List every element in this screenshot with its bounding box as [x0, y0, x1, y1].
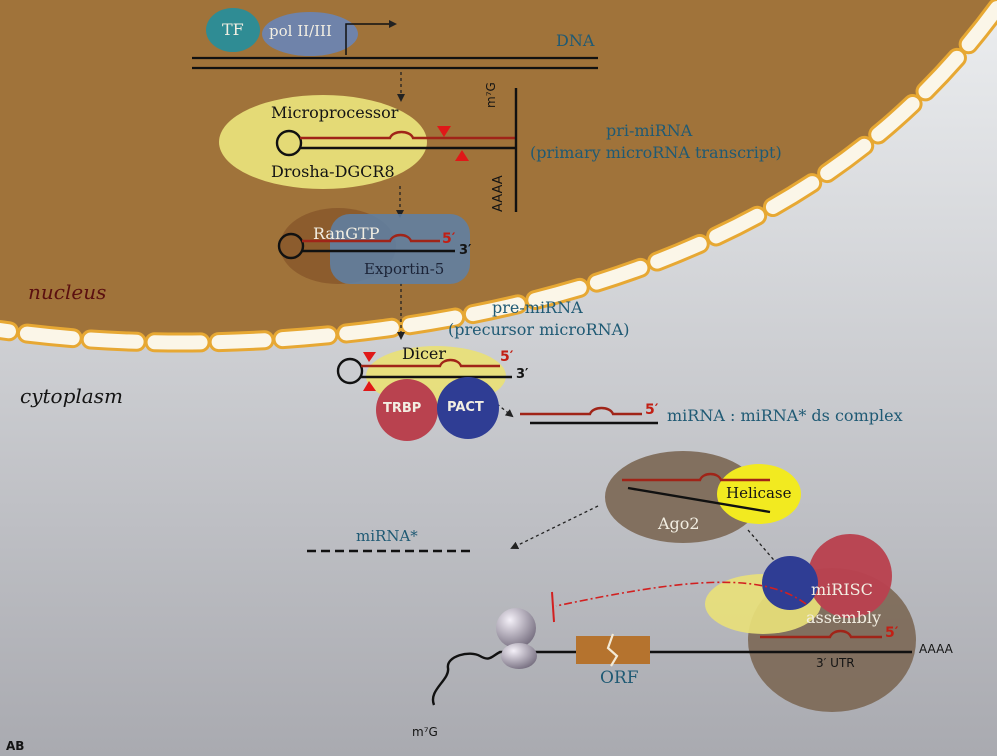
pri-mirna-sublabel: (primary microRNA transcript) [530, 143, 782, 162]
pri-mirna-strand [300, 130, 516, 140]
pre-mirna-label: pre-miRNA [492, 298, 583, 317]
dicer-cut-bottom [363, 381, 376, 391]
dicer-label: Dicer [402, 344, 447, 363]
utr-5prime-label: 5′ [885, 625, 899, 641]
pre-mirna-export-strand [302, 233, 440, 243]
dicer-3prime-label: 3′ [516, 367, 529, 382]
nucleus-label: nucleus [28, 280, 107, 304]
nuclear-envelope-pores [0, 1, 997, 350]
pact-blob [437, 377, 499, 439]
pre-mirna-sublabel: (precursor microRNA) [448, 320, 630, 339]
repression-line [555, 581, 807, 607]
export-3prime-label: 3′ [459, 243, 472, 258]
mirisc-label: miRISC [811, 580, 873, 599]
pre-loop-dicer [336, 357, 364, 385]
ribosome-small [501, 643, 537, 669]
pri-loop [275, 129, 303, 157]
mrna-cap-label: m⁷G [412, 725, 438, 739]
mrna-5prime-end [431, 650, 650, 706]
cytoplasm-label: cytoplasm [20, 384, 123, 408]
ribosome-large [496, 608, 536, 648]
duplex-5prime-label: 5′ [645, 402, 659, 418]
tf-label: TF [222, 20, 244, 39]
dicer-5prime-label: 5′ [500, 349, 514, 365]
helicase-label: Helicase [726, 484, 792, 502]
pri-cap-label: m⁷G [484, 82, 498, 108]
author-credit: AB [6, 739, 25, 753]
pri-polya-label: AAAA [491, 175, 506, 212]
duplex-label: miRNA : miRNA* ds complex [667, 406, 903, 425]
pri-mirna-label: pri-miRNA [606, 121, 693, 140]
drosha-cut-top [437, 126, 451, 137]
transcription-start-arrow [345, 20, 397, 55]
pre-loop-export [277, 232, 305, 260]
drosha-dgcr8-label: Drosha-DGCR8 [271, 162, 395, 181]
nucleus-region [0, 0, 997, 343]
pact-label: PACT [447, 400, 484, 415]
utr-label: 3′ UTR [816, 656, 855, 670]
repression-bar [551, 591, 555, 623]
flow-arrow-passenger [510, 505, 599, 549]
pol-label: pol II/III [269, 22, 332, 40]
tf-blob [206, 8, 260, 52]
flow-arrow-risc [747, 529, 800, 590]
exportin-label: Exportin-5 [364, 260, 445, 278]
ago-passenger-strand [627, 486, 771, 514]
passenger-label: miRNA* [356, 527, 418, 545]
ago-mirna-strand [622, 472, 770, 482]
drosha-cut-bottom [455, 150, 469, 161]
dna-label: DNA [556, 31, 595, 50]
duplex-mirna-strand [520, 406, 642, 416]
exportin-blob [330, 214, 470, 284]
trbp-blob [376, 379, 438, 441]
microprocessor-label: Microprocessor [271, 103, 399, 122]
mirisc-pact-blob [762, 556, 818, 610]
orf-label: ORF [600, 668, 639, 688]
orf-break [606, 633, 619, 667]
pre-mirna-dicer-strand [361, 358, 500, 368]
dicer-cut-top [363, 352, 376, 362]
rangtp-label: RanGTP [313, 224, 380, 243]
orf-box [576, 636, 650, 664]
mrna-polya-label: AAAA [919, 642, 953, 656]
assembly-label: assembly [806, 608, 881, 627]
export-5prime-label: 5′ [442, 231, 456, 247]
trbp-label: TRBP [383, 401, 422, 416]
utr-bound-mirna [760, 629, 882, 639]
ago2-label: Ago2 [658, 514, 700, 533]
pol-blob [262, 12, 358, 56]
mirisc-trbp-blob [808, 534, 892, 618]
microprocessor-blob [219, 95, 427, 189]
